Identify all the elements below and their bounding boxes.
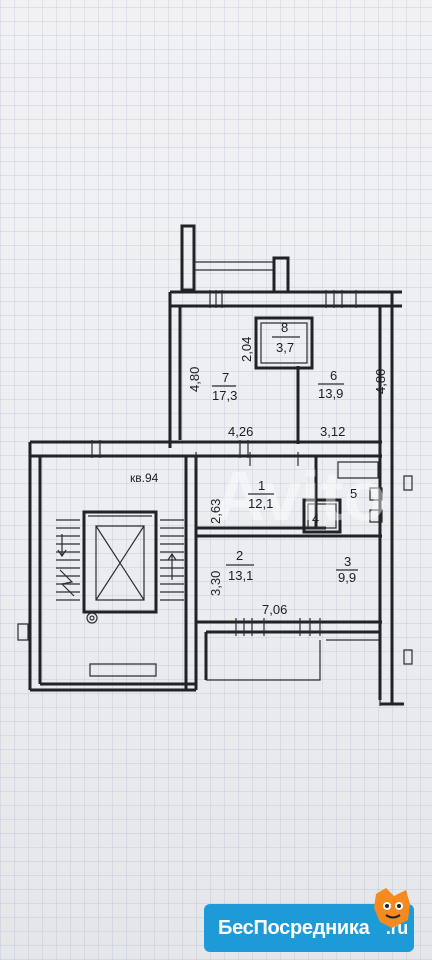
dim-label: 3,12 <box>320 424 345 439</box>
stair-arrow-icon <box>167 552 177 580</box>
room-number: 5 <box>350 486 357 501</box>
apartment-label: кв.94 <box>130 471 159 485</box>
room-5: 5 <box>350 486 357 501</box>
room-area: 13,9 <box>318 386 343 401</box>
dim-label: 4,80 <box>373 369 388 394</box>
dim-label: 2,04 <box>239 337 254 362</box>
room-number: 7 <box>222 370 229 385</box>
dim-label: 3,30 <box>208 571 223 596</box>
room-number: 8 <box>281 320 288 335</box>
room-7: 7 17,3 <box>212 370 237 403</box>
zigzag-icon <box>59 569 75 597</box>
watermark: Avito <box>214 457 386 535</box>
room-number: 6 <box>330 368 337 383</box>
dim-label: 4,80 <box>187 367 202 392</box>
room-4: 4 <box>312 511 319 526</box>
room-3: 3 9,9 <box>336 554 358 585</box>
room-2: 2 13,1 <box>226 548 254 583</box>
room-number: 2 <box>236 548 243 563</box>
mascot-icon <box>374 888 410 928</box>
dim-label: 4,26 <box>228 424 253 439</box>
room-area: 13,1 <box>228 568 253 583</box>
walls <box>17 224 413 706</box>
room-6: 6 13,9 <box>318 368 344 401</box>
room-area: 17,3 <box>212 388 237 403</box>
room-area: 12,1 <box>248 496 273 511</box>
room-area: 3,7 <box>276 340 294 355</box>
stair-arrow-icon <box>57 534 67 558</box>
room-1: 1 12,1 <box>248 478 274 511</box>
room-area: 9,9 <box>338 570 356 585</box>
room-8: 8 3,7 <box>272 320 300 355</box>
room-number: 1 <box>258 478 265 493</box>
dim-label: 7,06 <box>262 602 287 617</box>
room-number: 4 <box>312 511 319 526</box>
brand-name: БесПосредника <box>218 917 370 939</box>
room-number: 3 <box>344 554 351 569</box>
dim-label: 2,63 <box>208 499 223 524</box>
